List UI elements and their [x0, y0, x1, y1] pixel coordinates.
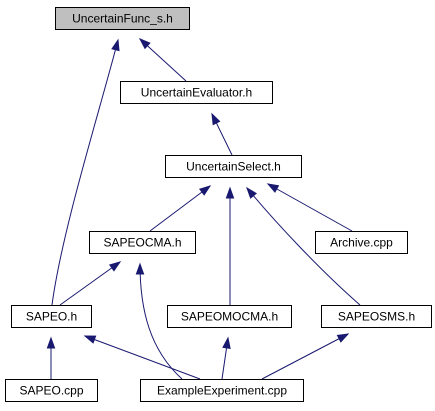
edge-sapeo_h-to-uncertainfunc_s_h: [51, 38, 120, 306]
arrowhead: [108, 261, 122, 272]
arrowhead: [211, 112, 221, 126]
node-box: [165, 155, 302, 178]
node-box: [89, 231, 196, 254]
node-label: Archive.cpp: [330, 236, 393, 250]
edge-sapeo_cpp-to-sapeo_h: [46, 336, 56, 379]
node-label: UncertainFunc_s.h: [72, 12, 173, 26]
node-sapeo-cpp[interactable]: SAPEO.cpp: [5, 379, 98, 402]
node-uncertainevaluator-h[interactable]: UncertainEvaluator.h: [120, 81, 273, 104]
edge-sapeosms_h-to-uncertainselect_h: [246, 186, 361, 306]
edge-sapeo_h-to-sapeocma_h: [59, 261, 122, 306]
node-box: [11, 305, 92, 328]
node-archive-cpp[interactable]: Archive.cpp: [315, 231, 408, 254]
node-label: ExampleExperiment.cpp: [157, 384, 287, 398]
edge-sapeomocma_h-to-uncertainselect_h: [225, 186, 235, 305]
arrowhead: [83, 335, 97, 344]
edge-line: [84, 335, 201, 380]
node-sapeosms-h[interactable]: SAPEOSMS.h: [321, 305, 432, 328]
edge-uncertainselect_h-to-uncertainevaluator_h: [211, 112, 233, 156]
edge-exampleexperiment_cpp-to-sapeomocma_h: [221, 336, 231, 380]
edge-line: [267, 183, 353, 232]
edge-exampleexperiment_cpp-to-sapeo_h: [83, 335, 201, 380]
node-uncertainfunc-s-h: UncertainFunc_s.h: [55, 7, 190, 30]
node-label: SAPEO.h: [26, 310, 77, 324]
node-label: SAPEOMOCMA.h: [181, 310, 278, 324]
node-label: UncertainEvaluator.h: [141, 86, 252, 100]
node-box: [55, 7, 190, 30]
arrowhead: [135, 262, 145, 275]
node-box: [140, 379, 304, 402]
graph-nodes: UncertainFunc_s.hUncertainEvaluator.hUnc…: [5, 7, 432, 402]
arrowhead: [266, 183, 280, 193]
node-sapeocma-h[interactable]: SAPEOCMA.h: [89, 231, 196, 254]
graph-edges: [46, 38, 361, 380]
arrowhead: [46, 336, 56, 349]
edge-line: [51, 39, 119, 306]
node-sapeomocma-h[interactable]: SAPEOMOCMA.h: [167, 305, 292, 328]
node-label: SAPEOCMA.h: [103, 236, 181, 250]
edge-line: [59, 261, 121, 306]
arrowhead: [246, 186, 258, 199]
arrowhead: [225, 186, 235, 199]
arrowhead: [336, 333, 350, 343]
edge-archive_cpp-to-uncertainselect_h: [266, 183, 353, 232]
node-sapeo-h[interactable]: SAPEO.h: [11, 305, 92, 328]
arrowhead: [138, 38, 151, 50]
node-box: [321, 305, 432, 328]
node-label: UncertainSelect.h: [186, 160, 281, 174]
node-uncertainselect-h[interactable]: UncertainSelect.h: [165, 155, 302, 178]
edge-line: [246, 187, 361, 306]
arrowhead: [199, 185, 212, 196]
node-box: [167, 305, 292, 328]
edge-sapeocma_h-to-uncertainselect_h: [149, 185, 212, 232]
node-label: SAPEO.cpp: [19, 384, 83, 398]
arrowhead: [111, 38, 120, 52]
node-box: [5, 379, 98, 402]
node-label: SAPEOSMS.h: [338, 310, 415, 324]
edge-line: [149, 185, 211, 232]
arrowhead: [222, 336, 231, 350]
node-box: [315, 231, 408, 254]
edge-line: [261, 333, 349, 380]
edge-uncertainevaluator_h-to-uncertainfunc_s_h: [138, 38, 187, 82]
node-box: [120, 81, 273, 104]
edge-exampleexperiment_cpp-to-sapeosms_h: [261, 333, 350, 380]
node-exampleexperiment-cpp[interactable]: ExampleExperiment.cpp: [140, 379, 304, 402]
